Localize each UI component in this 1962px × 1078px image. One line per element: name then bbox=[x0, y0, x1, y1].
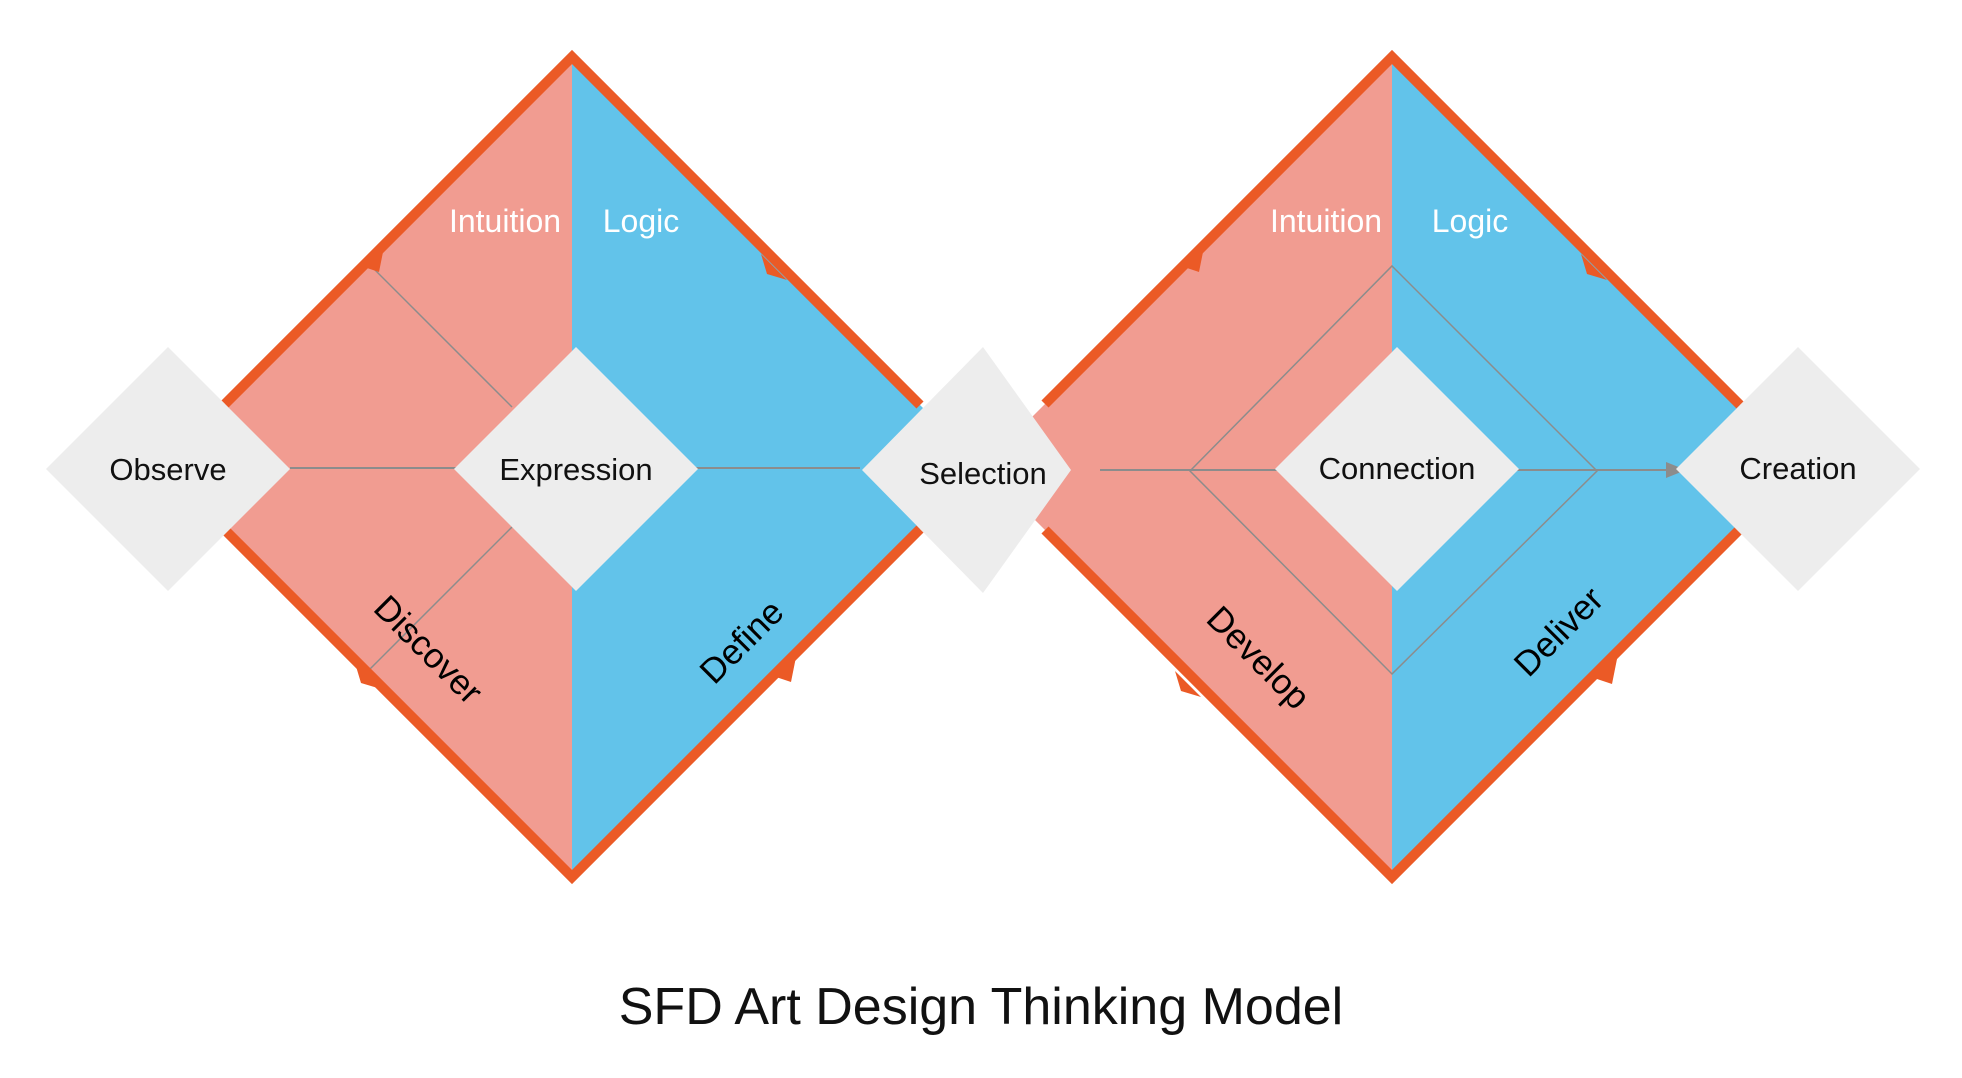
creation-label: Creation bbox=[1739, 451, 1856, 486]
right-diamond bbox=[982, 49, 1802, 885]
right-logic-region bbox=[1392, 57, 1802, 877]
arrow-down-right-icon bbox=[1581, 254, 1607, 280]
right-inner-guide-diamond bbox=[1188, 264, 1599, 676]
diagram-title: SFD Art Design Thinking Model bbox=[619, 978, 1343, 1036]
left-orange-border-bottom bbox=[221, 525, 924, 885]
left-guide-line-lower bbox=[369, 526, 513, 670]
right-orange-border-bottom bbox=[1041, 525, 1744, 885]
arrow-up-right-icon bbox=[773, 652, 797, 682]
arrow-up-right-icon bbox=[1181, 242, 1205, 272]
connection-node bbox=[1275, 347, 1519, 591]
intuition-label-right: Intuition bbox=[1270, 203, 1382, 239]
connection-label: Connection bbox=[1319, 451, 1476, 486]
left-guide-line-upper bbox=[369, 264, 513, 408]
creation-node bbox=[1676, 347, 1920, 591]
right-orange-border-top bbox=[1041, 49, 1744, 409]
expression-label: Expression bbox=[499, 452, 652, 487]
left-orange-border-top bbox=[221, 49, 924, 409]
logic-label-left: Logic bbox=[603, 203, 680, 239]
arrow-down-right-icon bbox=[1175, 671, 1201, 697]
observe-label: Observe bbox=[109, 452, 226, 487]
arrow-up-right-icon bbox=[361, 242, 385, 272]
arrow-up-right-icon bbox=[1594, 654, 1618, 684]
selection-label: Selection bbox=[919, 456, 1047, 491]
selection-node bbox=[862, 347, 1071, 593]
left-diamond bbox=[162, 49, 982, 885]
right-intuition-region bbox=[982, 57, 1392, 877]
intuition-label-left: Intuition bbox=[449, 203, 561, 239]
expression-node bbox=[454, 347, 698, 591]
observe-node bbox=[46, 347, 290, 591]
logic-label-right: Logic bbox=[1432, 203, 1509, 239]
arrow-down-right-icon bbox=[761, 254, 787, 280]
arrow-down-right-icon bbox=[355, 663, 381, 689]
